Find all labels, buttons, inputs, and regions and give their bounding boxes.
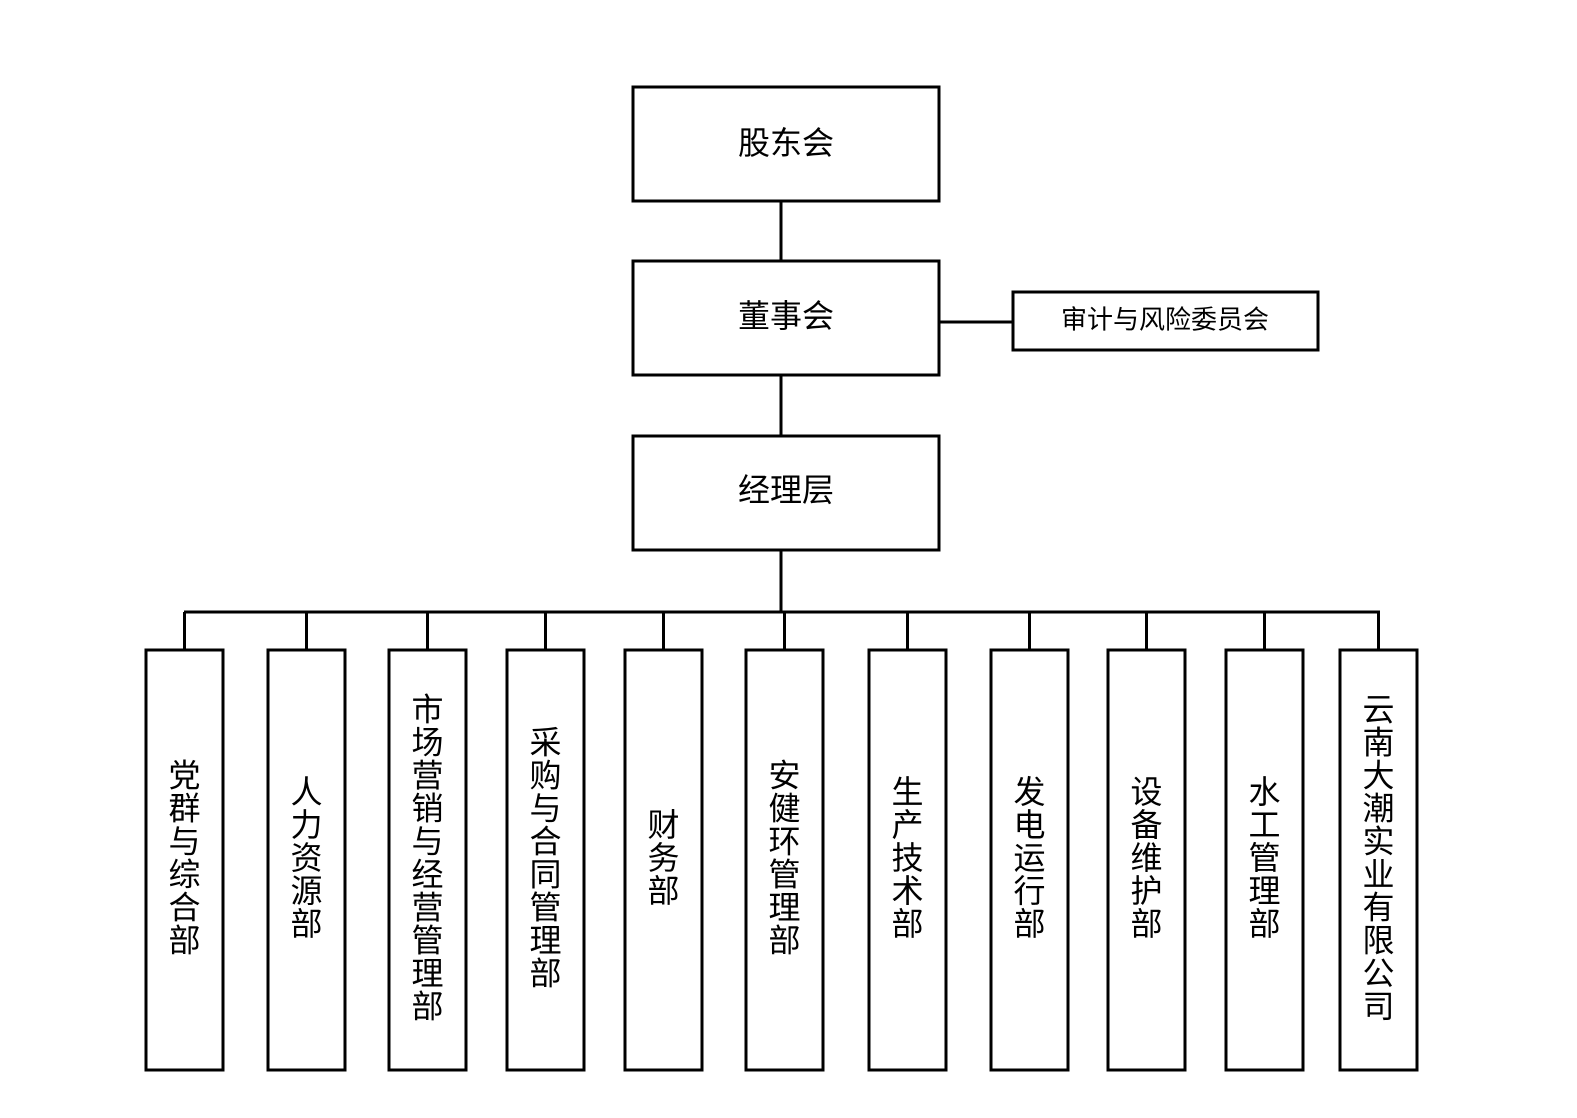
department-box	[1338, 648, 1419, 1072]
department-box	[266, 648, 347, 1072]
department-box	[144, 648, 225, 1072]
department-label: 云南大潮实业有限公司	[1362, 691, 1394, 1026]
department-label: 人力资源部	[290, 773, 322, 943]
department-production-technology: 生产技术部	[867, 612, 948, 1072]
department-label: 市场营销与经营管理部	[411, 691, 443, 1026]
department-power-operation: 发电运行部	[989, 612, 1070, 1072]
department-box	[387, 648, 468, 1072]
department-box	[1106, 648, 1187, 1072]
department-hr: 人力资源部	[266, 612, 347, 1072]
department-equipment-maintenance: 设备维护部	[1106, 612, 1187, 1072]
department-label: 党群与综合部	[168, 757, 200, 960]
department-finance: 财务部	[623, 612, 704, 1072]
audit-risk-committee-label: 审计与风险委员会	[1061, 306, 1269, 336]
department-box	[867, 648, 948, 1072]
management-box	[631, 434, 941, 552]
department-box	[505, 648, 586, 1072]
department-label: 采购与合同管理部	[529, 724, 561, 993]
board-node: 董事会	[631, 259, 941, 377]
shareholders-label: 股东会	[738, 124, 834, 162]
department-party-general: 党群与综合部	[144, 612, 225, 1072]
department-safety-health-environment: 安健环管理部	[744, 612, 825, 1072]
department-yunnan-dachao: 云南大潮实业有限公司	[1338, 612, 1419, 1072]
department-marketing-operations: 市场营销与经营管理部	[387, 612, 468, 1072]
board-box	[631, 259, 941, 377]
audit-risk-committee-node: 审计与风险委员会	[1011, 290, 1320, 352]
department-label: 发电运行部	[1013, 773, 1045, 943]
department-label: 生产技术部	[891, 773, 923, 943]
department-label: 水工管理部	[1248, 773, 1280, 943]
management-node: 经理层	[631, 434, 941, 552]
department-label: 设备维护部	[1130, 773, 1162, 943]
top-levels: 股东会 董事会 经理层 审计与风险委员会	[631, 85, 1320, 552]
department-procurement-contracts: 采购与合同管理部	[505, 612, 586, 1072]
departments: 党群与综合部 人力资源部 市场营销与经营管理部 采购与合同管理部 财务部 安健环管理部 生产…	[144, 612, 1419, 1072]
department-box	[744, 648, 825, 1072]
audit-risk-committee-box	[1011, 290, 1320, 352]
department-box	[623, 648, 704, 1072]
shareholders-box	[631, 85, 941, 203]
management-label: 经理层	[738, 471, 834, 509]
department-label: 财务部	[647, 806, 679, 910]
board-label: 董事会	[738, 297, 834, 335]
department-box	[1224, 648, 1305, 1072]
connectors	[184, 201, 1380, 614]
department-box	[989, 648, 1070, 1072]
department-label: 安健环管理部	[768, 757, 800, 960]
department-hydraulic-management: 水工管理部	[1224, 612, 1305, 1072]
shareholders-node: 股东会	[631, 85, 941, 203]
